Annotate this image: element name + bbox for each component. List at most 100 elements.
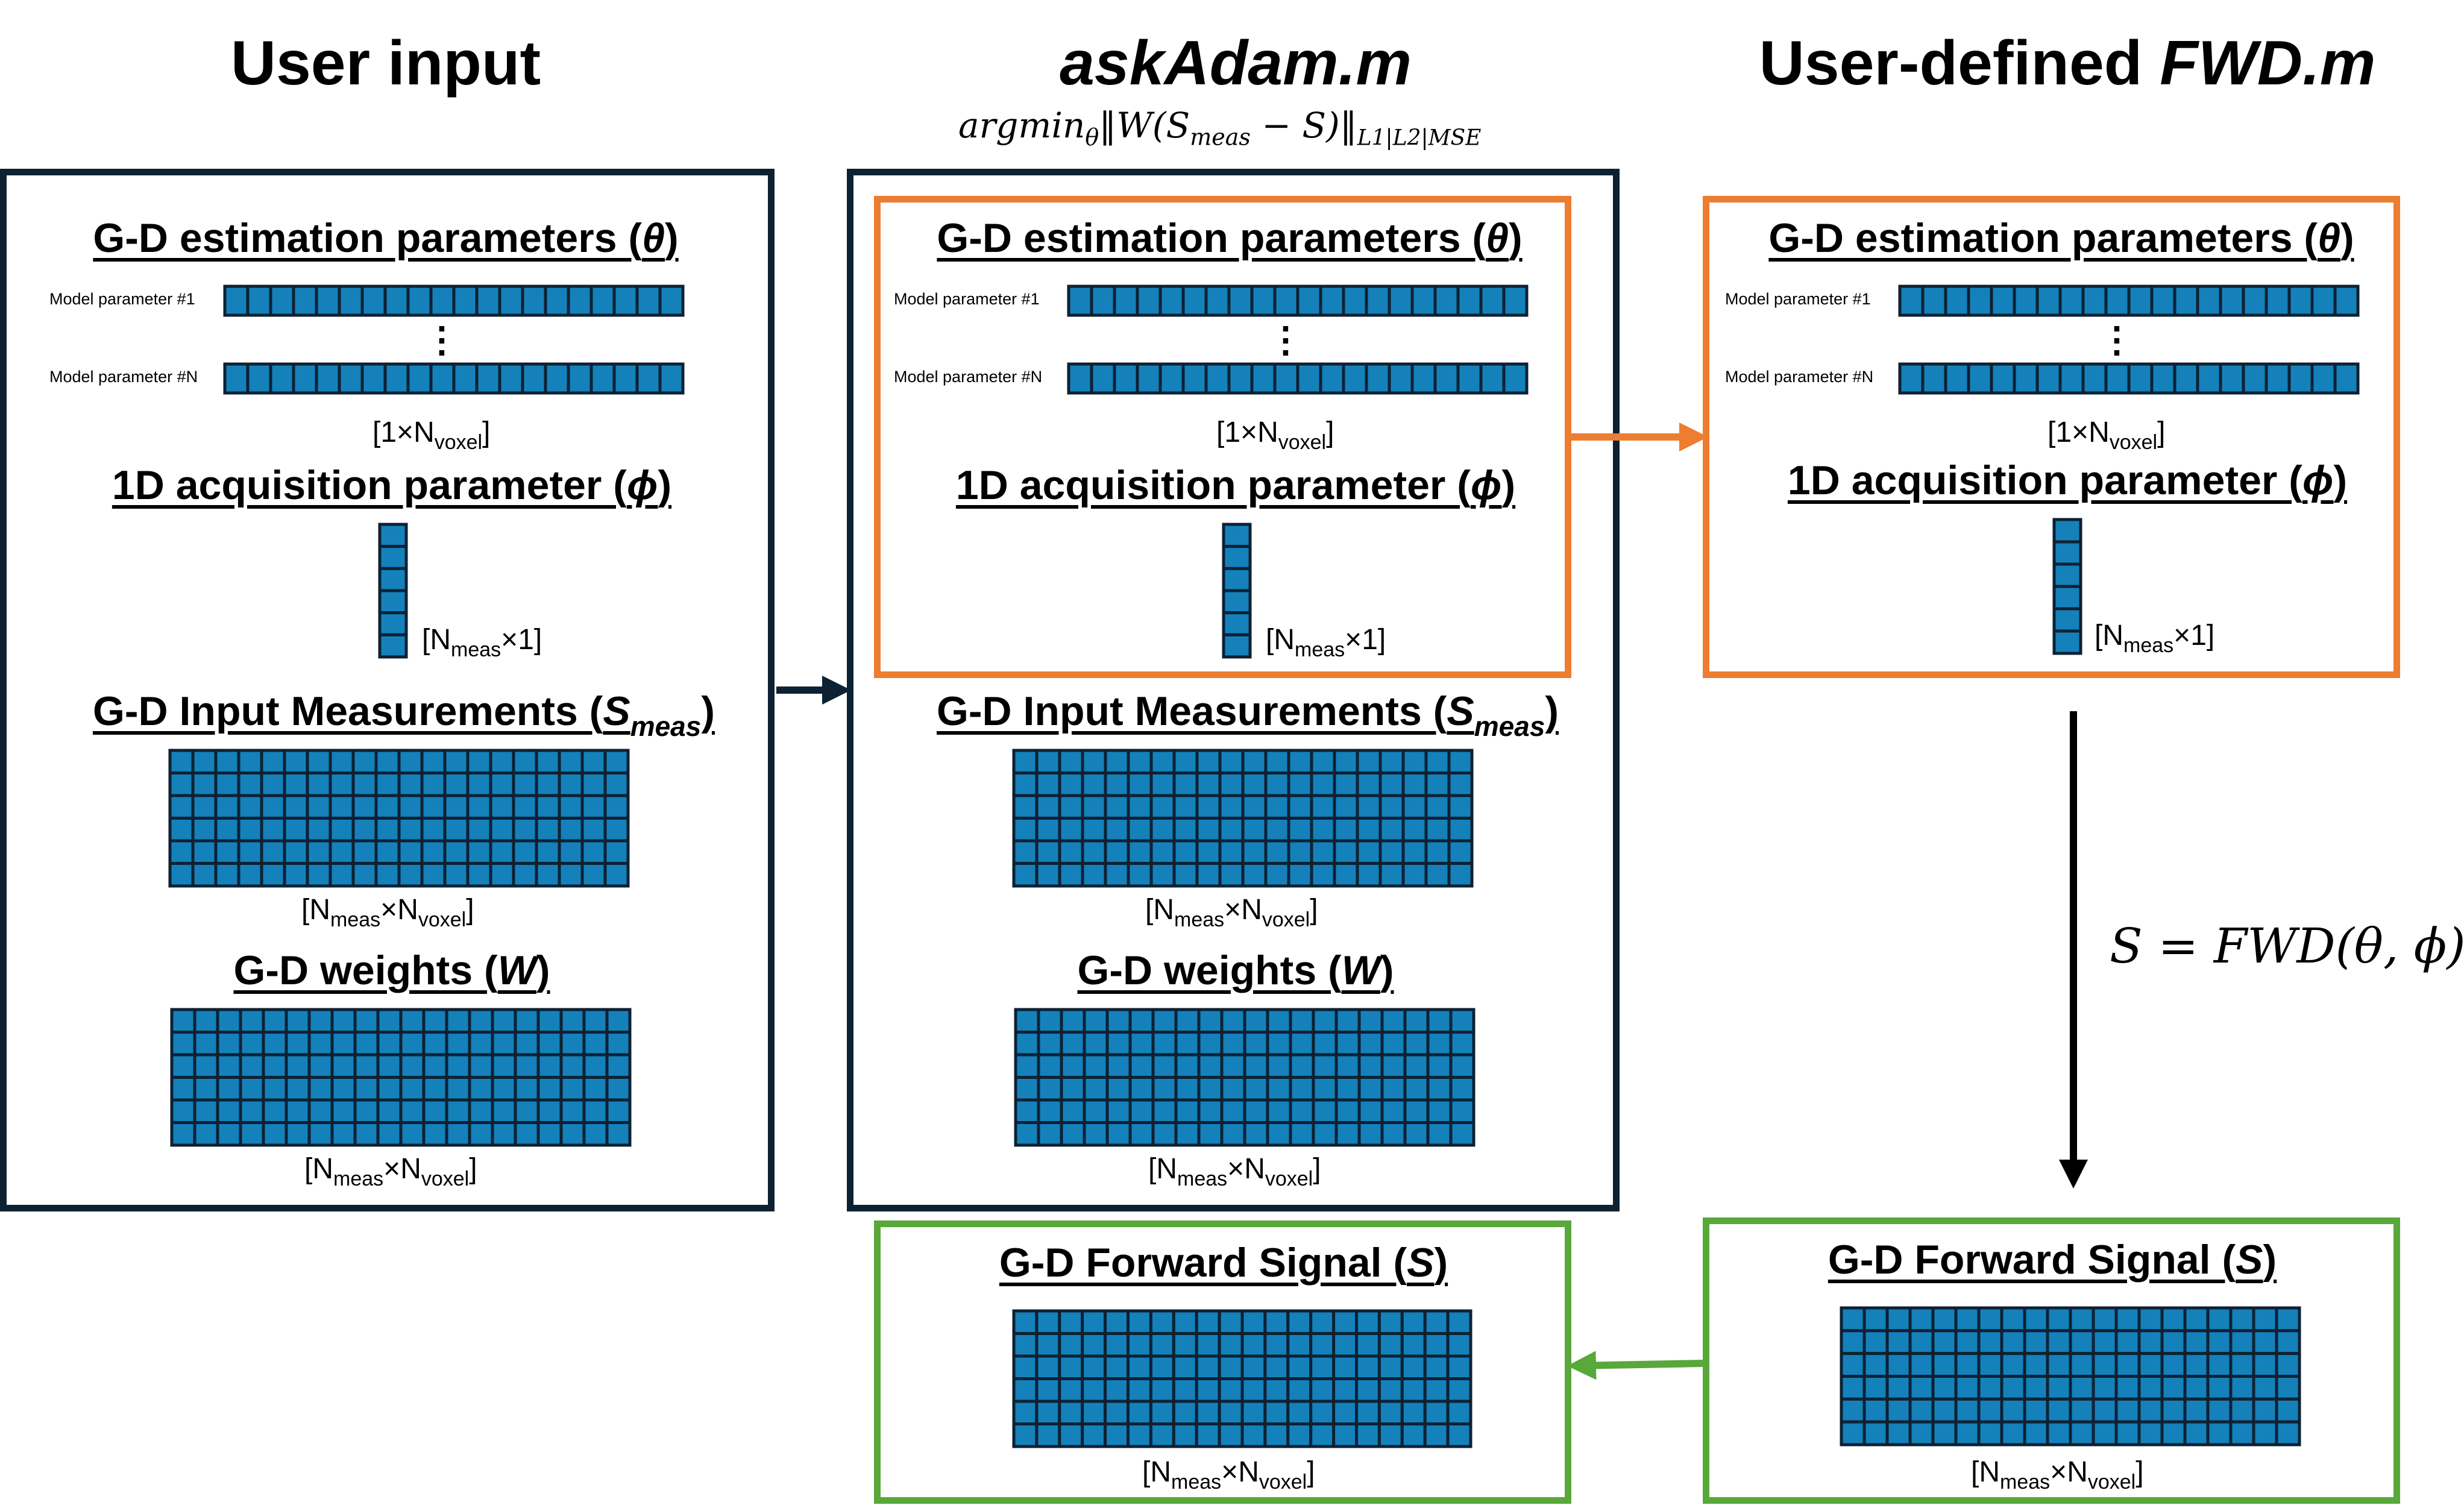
signal-matrix-fwd-cell [2046,1352,2072,1378]
signal-matrix-askadam-cell [1240,1309,1267,1335]
weights-matrix-askadam-cell [1312,1008,1338,1034]
meas-matrix-askadam-cell [1081,862,1107,888]
weights-matrix-askadam-cell [1426,1031,1453,1057]
panel-fwd-forward-signal [1703,1217,2400,1504]
dim-weights-askadam: [Nmeas×Nvoxel] [1148,1152,1321,1189]
weights-matrix-user-cell [284,1098,311,1124]
meas-matrix-askadam-cell [1104,749,1130,774]
signal-matrix-askadam-cell [1081,1354,1107,1380]
signal-matrix-fwd-cell [2206,1306,2233,1333]
param-row-1-user-cell [223,284,250,317]
meas-matrix-user-cell [512,749,538,774]
meas-matrix-askadam-cell [1195,794,1222,820]
meas-matrix-user-cell [237,817,263,843]
weights-matrix-askadam-cell [1174,1053,1201,1079]
weights-matrix-askadam-cell [1060,1031,1086,1057]
weights-matrix-user-cell [582,1076,609,1102]
weights-matrix-user-cell [330,1053,357,1079]
dim-open: [ [1142,1456,1151,1488]
signal-matrix-fwd-cell [2023,1306,2049,1333]
weights-matrix-askadam-cell [1220,1121,1246,1147]
heading-close: ) [2263,1237,2277,1283]
title-user-defined-fwd: User-defined FWD.m [1736,24,2399,102]
param-row-n-fwd-cell [2310,362,2337,395]
signal-matrix-fwd-cell [2023,1375,2049,1401]
norm-type-sub: L1|L2|MSE [1357,125,1482,151]
signal-matrix-fwd-cell [2160,1306,2187,1333]
heading-estimation-params-fwd: G-D estimation parameters (θ) [1730,214,2393,262]
signal-matrix-fwd-cell [2275,1329,2301,1356]
weights-matrix-askadam-cell [1449,1076,1476,1102]
meas-matrix-user-cell [603,839,630,865]
signal-matrix-fwd-cell [1954,1329,1981,1356]
meas-matrix-askadam-cell [1081,771,1107,797]
meas-matrix-askadam-cell [1149,862,1176,888]
param-row-1-fwd-cell [2310,284,2337,317]
heading-estimation-params-askadam-text: G-D estimation parameters ( [937,215,1486,261]
weights-matrix-askadam-cell [1380,1098,1407,1124]
signal-matrix-fwd-cell [1908,1352,1935,1378]
signal-matrix-askadam-cell [1286,1332,1313,1358]
signal-matrix-fwd-cell [1885,1352,1912,1378]
meas-matrix-askadam-cell [1218,862,1245,888]
signal-matrix-askadam-cell [1195,1309,1221,1335]
signal-matrix-fwd-cell [2046,1329,2072,1356]
meas-matrix-user-cell [512,771,538,797]
signal-matrix-askadam-cell [1423,1377,1450,1403]
meas-matrix-user-cell [306,839,332,865]
signal-matrix-fwd-cell [2275,1420,2301,1447]
signal-matrix-fwd-cell [2275,1397,2301,1424]
weights-matrix-user-cell [307,1008,334,1034]
signal-matrix-fwd-cell [2023,1329,2049,1356]
signal-matrix-fwd-cell [1908,1397,1935,1424]
param-row-n-askadam-cell [1113,362,1139,395]
meas-matrix-askadam-cell [1241,839,1268,865]
weights-matrix-user-cell [399,1053,426,1079]
signal-matrix-fwd-cell [1977,1306,2004,1333]
theta-symbol: θ [1486,215,1509,261]
meas-matrix-askadam-cell [1356,817,1382,843]
signal-matrix-askadam-cell [1035,1377,1061,1403]
param-row-n-askadam-cell [1204,362,1231,395]
weights-matrix-user-cell [262,1053,288,1079]
meas-matrix-askadam-cell [1058,862,1084,888]
param-row-1-askadam-cell [1273,284,1300,317]
signal-matrix-fwd-cell [1862,1352,1889,1378]
weights-matrix-user-cell [262,1031,288,1057]
meas-matrix-user-cell [489,749,515,774]
weights-matrix-askadam-cell [1014,1076,1040,1102]
weights-matrix-askadam-cell [1334,1008,1361,1034]
weights-matrix-user-cell [445,1031,471,1057]
param-row-n-user-cell [383,362,410,395]
signal-matrix-fwd-cell [2206,1329,2233,1356]
dim-param-fwd: [1×Nvoxel] [2048,416,2165,453]
dim-close: ] [466,894,474,926]
signal-matrix-askadam-cell [1172,1354,1198,1380]
heading-forward-signal-askadam: G-D Forward Signal (S) [892,1239,1555,1287]
meas-matrix-user-cell [466,817,492,843]
meas-matrix-askadam-cell [1287,771,1313,797]
param-row-1-askadam-cell [1319,284,1345,317]
meas-matrix-user-cell [603,862,630,888]
dim-signal-fwd: [Nmeas×Nvoxel] [1971,1456,2144,1492]
param-row-1-fwd-cell [1967,284,1993,317]
weights-matrix-user-cell [491,1121,517,1147]
signal-matrix-fwd-cell [2252,1306,2278,1333]
param-row-n-askadam-cell [1181,362,1208,395]
signal-matrix-askadam-cell [1355,1332,1381,1358]
meas-matrix-askadam-cell [1287,817,1313,843]
weights-matrix-user-cell [605,1053,632,1079]
signal-matrix-askadam-cell [1423,1309,1450,1335]
param-row-n-askadam-cell [1319,362,1345,395]
signal-matrix-askadam-cell [1423,1422,1450,1448]
param-row-n-askadam-cell [1250,362,1277,395]
signal-matrix-fwd-cell [1977,1375,2004,1401]
meas-matrix-user-cell [260,862,286,888]
param-row-1-askadam-cell [1090,284,1116,317]
meas-matrix-askadam-cell [1424,817,1451,843]
meas-matrix-askadam-cell [1264,817,1290,843]
signal-matrix-askadam-cell [1058,1422,1084,1448]
weights-matrix-askadam-cell [1334,1121,1361,1147]
param-row-1-fwd [1898,284,2360,317]
weights-matrix-askadam-cell [1312,1076,1338,1102]
